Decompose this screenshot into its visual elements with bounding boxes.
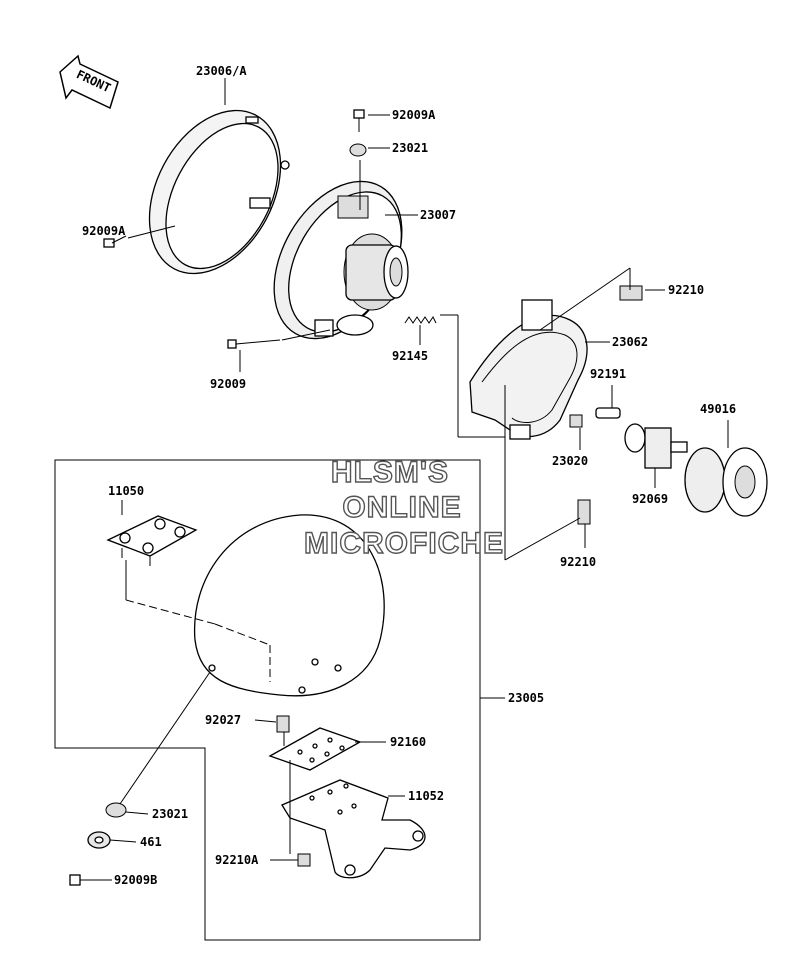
part-label: 92191 (590, 367, 626, 381)
front-arrow-icon: FRONT (59, 54, 119, 110)
part-label: 23007 (420, 208, 456, 222)
part-label: 92009 (210, 377, 246, 391)
part-label: 49016 (700, 402, 736, 416)
part-labels: 23006/A 92009A 92009A 23021 23007 92009 … (82, 64, 736, 887)
bolt-92009A-top (353, 109, 365, 132)
headlight-rim-drawing (148, 109, 290, 275)
part-label: 92009B (114, 873, 157, 887)
boot-49016-drawing (684, 447, 768, 517)
part-label: 92210 (560, 555, 596, 569)
part-label: 23006/A (196, 64, 247, 78)
part-label: 461 (140, 835, 162, 849)
part-label: 23062 (612, 335, 648, 349)
nut-92210A (297, 853, 311, 867)
screw-92009 (227, 339, 281, 349)
headlight-housing-drawing (273, 180, 409, 340)
watermark: HLSM'S ONLINE MICROFICHE (303, 455, 504, 560)
part-label: 23005 (508, 691, 544, 705)
plate-11050-drawing (106, 515, 198, 566)
spring-92145 (404, 316, 437, 324)
part-label: 11050 (108, 484, 144, 498)
part-label: 23021 (152, 807, 188, 821)
bracket-11052-drawing (281, 779, 426, 879)
headlight-cowl-drawing (193, 514, 385, 697)
part-label: 11052 (408, 789, 444, 803)
grommet-23021-top (349, 143, 367, 157)
assembly-boundary (54, 459, 481, 941)
grommet-23021-lower (105, 802, 127, 818)
bolt-92009B (69, 874, 96, 886)
part-label: 23020 (552, 454, 588, 468)
bracket-23062-drawing (469, 299, 588, 440)
part-label: 92009A (392, 108, 436, 122)
clip-23020 (569, 414, 583, 428)
part-label: 92160 (390, 735, 426, 749)
watermark-line-2: ONLINE (342, 491, 461, 524)
clip-92210-lower (577, 499, 591, 525)
bulb-92069-drawing (624, 423, 688, 469)
part-label: 92145 (392, 349, 428, 363)
leader-lines (96, 78, 729, 881)
nut-461 (87, 831, 111, 849)
spacer-92027 (276, 715, 290, 733)
watermark-line-3: MICROFICHE (304, 527, 504, 560)
watermark-line-1: HLSM'S (331, 456, 449, 489)
part-label: 92009A (82, 224, 126, 238)
part-label: 92210 (668, 283, 704, 297)
bolt-92009A-left (103, 235, 127, 248)
pin-92191 (595, 407, 621, 419)
part-label: 92069 (632, 492, 668, 506)
part-label: 23021 (392, 141, 428, 155)
part-label: 92210A (215, 853, 259, 867)
clip-92210-top (619, 285, 643, 301)
part-label: 92027 (205, 713, 241, 727)
